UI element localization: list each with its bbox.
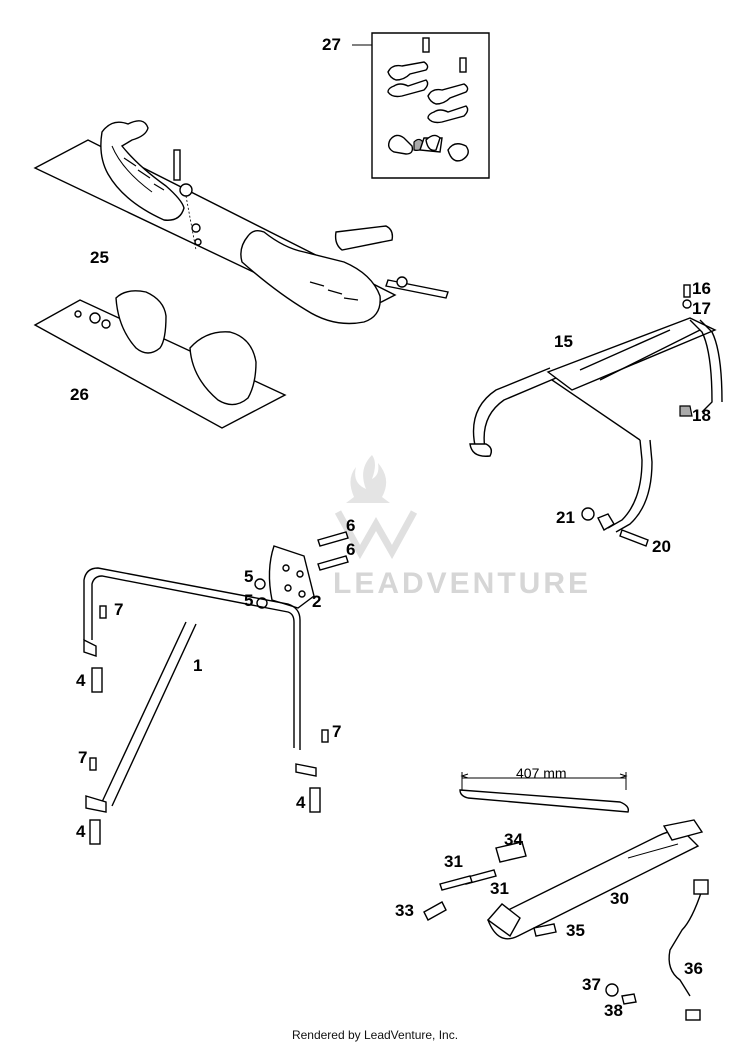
callout-5a: 5 [244, 567, 253, 586]
callout-17: 17 [692, 299, 711, 318]
callout-38: 38 [604, 1001, 623, 1020]
rear-rack [469, 284, 723, 547]
callout-2: 2 [312, 592, 321, 611]
callout-7c: 7 [78, 748, 87, 767]
callout-21: 21 [556, 508, 575, 527]
callouts: 27 25 26 16 17 15 18 21 20 6 6 5 5 2 7 1… [70, 35, 711, 1020]
callout-18: 18 [692, 406, 711, 425]
callout-27: 27 [322, 35, 341, 54]
watermark-flame-icon [346, 455, 390, 503]
dimension-label: 407 mm [516, 765, 567, 781]
watermark: LEADVENTURE [333, 455, 591, 600]
callout-6a: 6 [346, 516, 355, 535]
callout-26: 26 [70, 385, 89, 404]
callout-35: 35 [566, 921, 585, 940]
callout-1: 1 [193, 656, 202, 675]
callout-4b: 4 [296, 793, 306, 812]
callout-37: 37 [582, 975, 601, 994]
callout-33: 33 [395, 901, 414, 920]
callout-25: 25 [90, 248, 109, 267]
grab-bar [83, 567, 329, 845]
kit-27-box [352, 32, 490, 179]
callout-31b: 31 [490, 879, 509, 898]
callout-15: 15 [554, 332, 573, 351]
callout-31a: 31 [444, 852, 463, 871]
callout-5b: 5 [244, 591, 253, 610]
side-stand-assembly [423, 772, 709, 1021]
watermark-text: LEADVENTURE [333, 567, 591, 600]
callout-20: 20 [652, 537, 671, 556]
callout-4a: 4 [76, 671, 86, 690]
watermark-v-icon [334, 510, 418, 560]
callout-16: 16 [692, 279, 711, 298]
callout-6b: 6 [346, 540, 355, 559]
callout-7a: 7 [114, 600, 123, 619]
callout-4c: 4 [76, 822, 86, 841]
handguard-kit-25 [33, 120, 449, 325]
callout-7b: 7 [332, 722, 341, 741]
bracket-assembly [254, 531, 349, 609]
callout-30: 30 [610, 889, 629, 908]
footer-credit: Rendered by LeadVenture, Inc. [291, 1028, 459, 1042]
callout-34: 34 [504, 830, 523, 849]
handguard-shell-kit-26 [33, 290, 287, 429]
callout-36: 36 [684, 959, 703, 978]
